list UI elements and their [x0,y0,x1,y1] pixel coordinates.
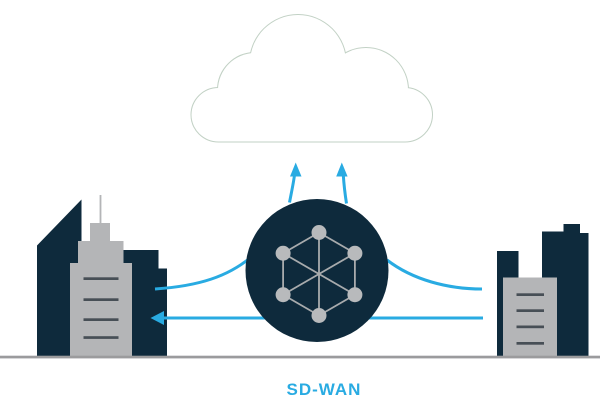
window-line [83,298,119,301]
mesh-network-icon [275,225,363,323]
site-left-buildings [37,195,167,358]
up-arrow-left-head-icon [290,162,302,177]
tower-body [70,263,132,358]
link-left-curve [154,256,251,291]
tower-mid-tier [78,241,124,264]
mesh-node [275,245,291,261]
window-line [516,325,544,329]
mesh-node [347,245,363,261]
up-arrow-left-shaft [288,174,296,203]
up-arrow-right-shaft [341,174,348,204]
cloud-icon [190,14,433,143]
left-step-building [123,250,167,357]
cloud-body [191,15,432,142]
link-right-curve [386,258,483,291]
window-line [516,342,544,345]
sdwan-label: SD-WAN [287,380,362,399]
antenna [99,195,102,224]
window-line [516,309,544,312]
ground-line [0,355,600,359]
right-gray-building [503,277,557,358]
left-arrowhead-icon [150,311,164,325]
window-line [83,277,119,280]
site-right-buildings [497,224,589,358]
window-line [83,336,119,339]
sdwan-fabric-hub [245,199,389,342]
mesh-node [311,308,327,323]
mesh-node [275,287,291,303]
mesh-node [347,287,363,303]
tower-top-tier [90,223,110,242]
up-arrow-right-head-icon [336,162,348,177]
mesh-node [311,225,327,240]
window-line [83,318,119,321]
left-gray-skyscraper [70,195,132,358]
window-line [516,293,544,296]
building-body [503,277,557,358]
hub-circle [245,199,389,342]
